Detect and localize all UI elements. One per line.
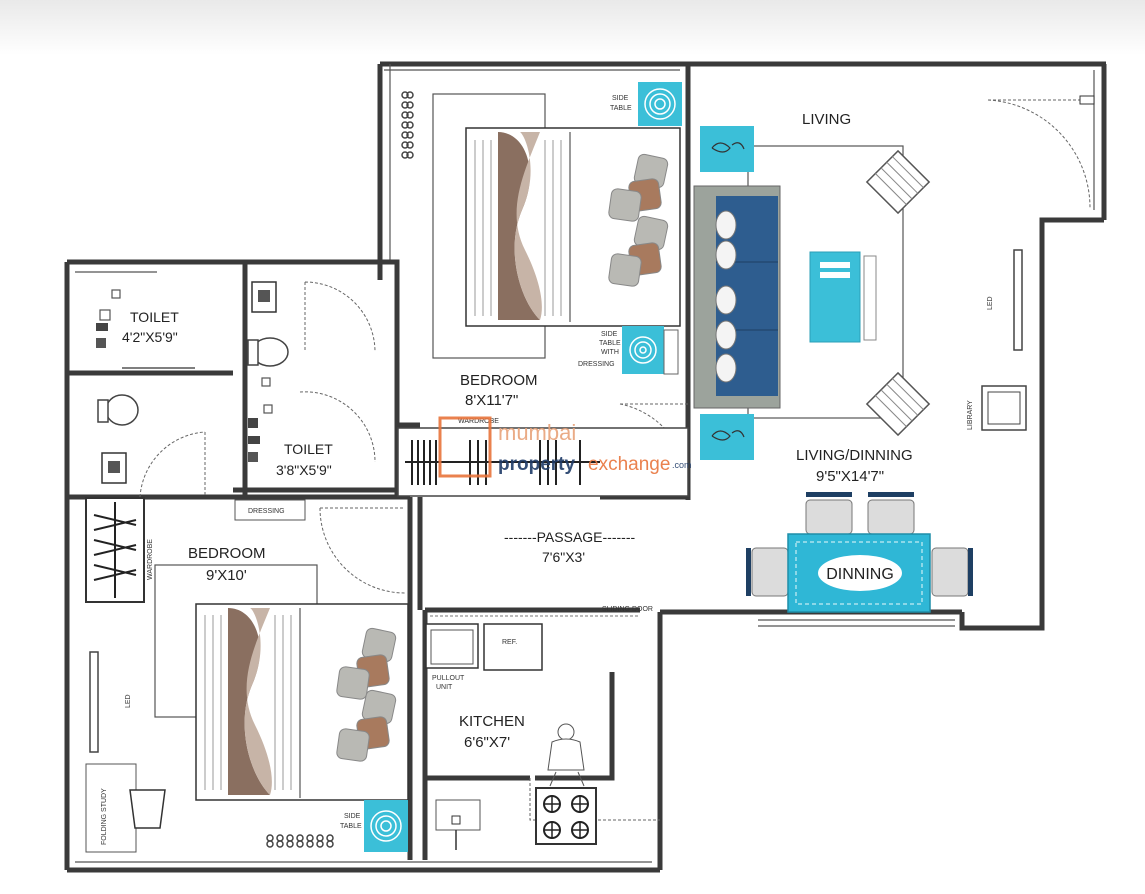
bedroom-2-size: 9'X10' <box>206 567 247 584</box>
side-table-label: TABLE <box>610 105 632 112</box>
outer-walls <box>64 61 1107 873</box>
lamp-icon <box>711 430 745 441</box>
side-table-label: SIDE <box>612 95 629 102</box>
watermark-suffix: .com <box>672 460 692 470</box>
tap-icon <box>96 323 108 331</box>
bedroom-1: SIDE TABLE SIDE TABLE WITH DRESSING BEDR… <box>397 82 689 497</box>
living-room: LIVING <box>693 111 1027 485</box>
passage: -------PASSAGE------- 7'6"X3' DRESSING S… <box>234 499 653 617</box>
folding-study <box>85 763 137 853</box>
library-shelf <box>981 385 1027 431</box>
chef-figure-icon <box>547 723 585 787</box>
side-table-dressing-label: SIDE <box>601 331 618 338</box>
curtain-icon <box>266 834 334 848</box>
dressing-unit <box>234 499 306 521</box>
passage-size: 7'6"X3' <box>542 549 585 565</box>
kitchen-size: 6'6"X7' <box>464 734 510 751</box>
wardrobe-label: WARDROBE <box>458 418 499 425</box>
shower-icon <box>96 338 106 348</box>
refrigerator <box>483 623 543 671</box>
pullout-unit <box>425 623 479 669</box>
sofa-icon <box>693 185 781 409</box>
toilet-2-name: TOILET <box>284 441 333 457</box>
washbasin-icon <box>99 309 111 321</box>
led-label: LED <box>125 694 132 708</box>
side-table-dressing-label: DRESSING <box>578 361 615 368</box>
sink-icon <box>435 799 481 850</box>
toilet-icon <box>97 394 139 426</box>
living-name: LIVING <box>802 111 851 128</box>
side-table-label: SIDE <box>344 813 361 820</box>
armchair-icon <box>865 149 931 215</box>
sliding-door-label: SLIDING DOOR <box>602 606 653 613</box>
toilet-2: TOILET 3'8"X5'9" <box>247 281 333 478</box>
door-swings <box>139 99 1091 594</box>
led-tv <box>1013 249 1023 351</box>
watermark-line2b: exchange <box>588 454 670 475</box>
side-table-dressing-label: TABLE <box>599 340 621 347</box>
lamp-icon <box>711 142 745 153</box>
watermark: mumbai property exchange .com <box>438 416 692 478</box>
toilet-1-size: 4'2"X5'9" <box>122 329 178 345</box>
lamp-icon <box>629 336 657 364</box>
pullout-label: UNIT <box>436 684 453 691</box>
side-table-label: TABLE <box>340 823 362 830</box>
lamp-icon <box>370 810 402 842</box>
stove-icon <box>535 787 597 845</box>
pullout-label: PULLOUT <box>432 675 465 682</box>
curtain-icon <box>401 91 414 159</box>
toilet-1: TOILET 4'2"X5'9" <box>96 289 195 484</box>
passage-name: -------PASSAGE------- <box>504 529 635 545</box>
led-label: LED <box>987 296 994 310</box>
bedroom-1-size: 8'X11'7" <box>465 392 518 409</box>
kitchen-name: KITCHEN <box>459 713 525 730</box>
toilet-icon <box>247 337 289 367</box>
entrance-door <box>1079 95 1095 105</box>
bedroom-2: WARDROBE BEDROOM 9'X10' <box>85 497 409 853</box>
side-table <box>700 126 754 172</box>
dining-area: DINNING <box>746 492 973 613</box>
folding-study-label: FOLDING STUDY <box>101 788 108 845</box>
lamp-icon <box>644 88 676 120</box>
dressing-label: DRESSING <box>248 508 285 515</box>
kitchen: PULLOUT UNIT REF. KITCHEN 6'6"X7' <box>425 623 660 850</box>
side-table <box>622 326 664 374</box>
bed-icon <box>465 127 681 327</box>
living-dining-name: LIVING/DINNING <box>796 447 913 464</box>
wardrobe-label: WARDROBE <box>147 539 154 580</box>
top-band <box>0 0 1145 55</box>
side-table-dressing-label: WITH <box>601 349 619 356</box>
bedroom-2-name: BEDROOM <box>188 545 266 562</box>
armchair-icon <box>865 371 931 437</box>
chair-icon <box>751 499 969 597</box>
toilet-1-name: TOILET <box>130 309 179 325</box>
led-tv <box>89 651 99 753</box>
watermark-line2a: property <box>498 454 576 475</box>
chair-icon <box>129 789 166 829</box>
ref-label: REF. <box>502 639 517 646</box>
bedroom-1-name: BEDROOM <box>460 372 538 389</box>
toilet-2-size: 3'8"X5'9" <box>276 462 332 478</box>
side-table <box>700 414 754 460</box>
dinning-label: DINNING <box>826 566 894 583</box>
watermark-line1: mumbai <box>498 420 576 445</box>
library-label: LIBRARY <box>967 400 974 430</box>
bed-icon <box>195 603 409 801</box>
living-dining-size: 9'5"X14'7" <box>816 468 884 485</box>
